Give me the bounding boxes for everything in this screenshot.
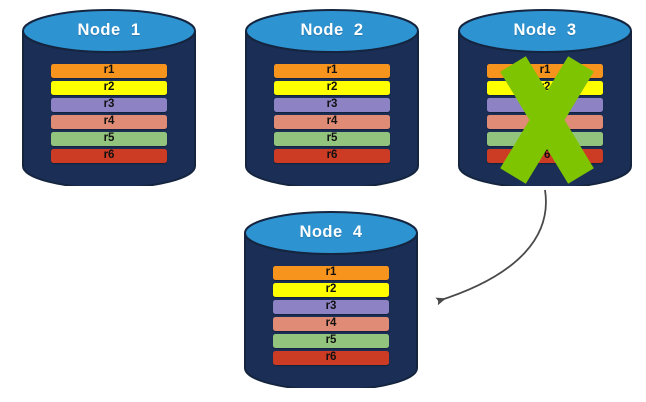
record-label: r3 (103, 98, 115, 111)
record-bar-r1[interactable]: r1 (274, 64, 390, 78)
node-cylinder-4[interactable]: Node 4 r1 r2 r3 r4 r5 r6 (244, 210, 418, 388)
record-bar-r2[interactable]: r2 (487, 81, 603, 95)
node-title: Node 1 (77, 21, 141, 39)
record-bar-r5[interactable]: r5 (487, 132, 603, 146)
record-bar-r4[interactable]: r4 (274, 115, 390, 129)
record-label: r1 (539, 64, 551, 77)
record-label: r6 (326, 149, 338, 162)
record-bar-r5[interactable]: r5 (274, 132, 390, 146)
cylinder-top-ellipse (245, 9, 419, 53)
record-label: r4 (539, 115, 551, 128)
record-label: r5 (325, 334, 337, 347)
record-label: r3 (326, 98, 338, 111)
cylinder-top-ellipse (458, 9, 632, 53)
record-label: r1 (326, 64, 338, 77)
record-label: r2 (326, 81, 338, 94)
record-label: r6 (103, 149, 115, 162)
record-bar-r2[interactable]: r2 (51, 81, 167, 95)
record-list: r1 r2 r3 r4 r5 r6 (245, 64, 419, 163)
record-label: r6 (325, 351, 337, 364)
record-bar-r2[interactable]: r2 (274, 81, 390, 95)
record-bar-r3[interactable]: r3 (487, 98, 603, 112)
record-bar-r3[interactable]: r3 (51, 98, 167, 112)
record-label: r4 (103, 115, 115, 128)
record-label: r4 (325, 317, 337, 330)
record-bar-r3[interactable]: r3 (274, 98, 390, 112)
node-title: Node 3 (513, 21, 577, 39)
record-bar-r4[interactable]: r4 (487, 115, 603, 129)
record-bar-r3[interactable]: r3 (273, 300, 389, 314)
record-list: r1 r2 r3 r4 r5 r6 (22, 64, 196, 163)
node-title: Node 2 (300, 21, 364, 39)
node-cylinder-1[interactable]: Node 1 r1 r2 r3 r4 r5 r6 (22, 8, 196, 186)
record-label: r2 (103, 81, 115, 94)
record-bar-r2[interactable]: r2 (273, 283, 389, 297)
record-bar-r6[interactable]: r6 (274, 149, 390, 163)
cylinder-top-ellipse (244, 211, 418, 255)
record-label: r5 (103, 132, 115, 145)
record-label: r5 (539, 132, 551, 145)
record-bar-r1[interactable]: r1 (51, 64, 167, 78)
failover-arrow (435, 189, 547, 306)
record-label: r1 (325, 266, 337, 279)
record-bar-r6[interactable]: r6 (273, 351, 389, 365)
node-title: Node 4 (299, 223, 363, 241)
record-label: r3 (325, 300, 337, 313)
record-bar-r1[interactable]: r1 (487, 64, 603, 78)
record-label: r3 (539, 98, 551, 111)
cylinder-top-ellipse (22, 9, 196, 53)
record-list: r1 r2 r3 r4 r5 r6 (244, 266, 418, 365)
record-bar-r6[interactable]: r6 (51, 149, 167, 163)
record-list: r1 r2 r3 r4 r5 r6 (458, 64, 632, 163)
node-cylinder-3[interactable]: Node 3 r1 r2 r3 r4 r5 r6 (458, 8, 632, 186)
record-bar-r4[interactable]: r4 (51, 115, 167, 129)
record-label: r2 (539, 81, 551, 94)
record-bar-r5[interactable]: r5 (273, 334, 389, 348)
record-bar-r6[interactable]: r6 (487, 149, 603, 163)
record-bar-r5[interactable]: r5 (51, 132, 167, 146)
record-label: r4 (326, 115, 338, 128)
node-cylinder-2[interactable]: Node 2 r1 r2 r3 r4 r5 r6 (245, 8, 419, 186)
record-label: r5 (326, 132, 338, 145)
record-label: r1 (103, 64, 115, 77)
record-label: r2 (325, 283, 337, 296)
record-bar-r1[interactable]: r1 (273, 266, 389, 280)
record-label: r6 (539, 149, 551, 162)
record-bar-r4[interactable]: r4 (273, 317, 389, 331)
